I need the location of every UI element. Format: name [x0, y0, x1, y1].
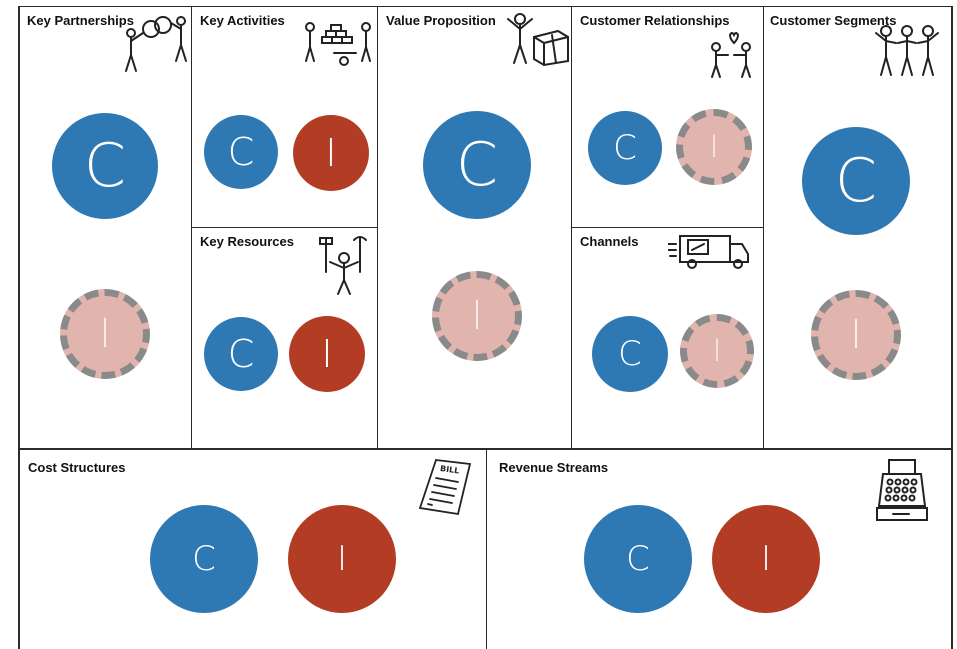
cost-structures-title: Cost Structures — [28, 460, 126, 475]
bill-receipt-icon: BILL — [418, 458, 472, 516]
c-circle: C — [204, 115, 278, 189]
value-proposition-title: Value Proposition — [386, 13, 496, 28]
c-circle: C — [52, 113, 158, 219]
grid-line-right — [951, 6, 953, 649]
key-partnerships-section: Key Partnerships C I — [19, 7, 191, 448]
key-partnerships-title: Key Partnerships — [27, 13, 134, 28]
cost-structures-section: Cost Structures BILL C I — [20, 450, 486, 649]
customer-relationships-title: Customer Relationships — [580, 13, 730, 28]
customer-segments-title: Customer Segments — [770, 13, 897, 28]
i-circle-faded: I — [432, 271, 522, 361]
c-circle: C — [802, 127, 910, 235]
i-circle: I — [712, 505, 820, 613]
key-resources-title: Key Resources — [200, 234, 294, 249]
c-circle: C — [584, 505, 692, 613]
grid-line-h-activities — [191, 227, 378, 228]
i-circle-faded: I — [676, 109, 752, 185]
key-activities-title: Key Activities — [200, 13, 285, 28]
i-circle-faded: I — [60, 289, 150, 379]
c-circle: C — [204, 317, 278, 391]
key-resources-section: Key Resources C I — [192, 228, 377, 448]
value-proposition-section: Value Proposition C I — [378, 7, 571, 448]
c-circle: C — [588, 111, 662, 185]
i-circle: I — [293, 115, 369, 191]
group-people-icon — [874, 21, 940, 79]
i-circle: I — [288, 505, 396, 613]
grid-line-v-bottom — [486, 449, 487, 649]
delivery-truck-icon — [668, 232, 752, 272]
grid-line-left — [18, 6, 20, 649]
c-circle: C — [423, 111, 531, 219]
i-circle: I — [289, 316, 365, 392]
grid-line-top — [18, 6, 953, 7]
revenue-streams-section: Revenue Streams C I — [487, 450, 951, 649]
i-circle-faded: I — [811, 290, 901, 380]
customer-segments-section: Customer Segments C I — [764, 7, 951, 448]
i-circle-faded: I — [680, 314, 754, 388]
gift-person-icon — [506, 11, 570, 67]
channels-title: Channels — [580, 234, 639, 249]
cash-register-icon — [873, 458, 929, 524]
partners-handshake-icon — [123, 9, 193, 75]
building-bricks-icon — [304, 17, 374, 67]
c-circle: C — [150, 505, 258, 613]
channels-section: Channels C I — [572, 228, 763, 448]
revenue-streams-title: Revenue Streams — [499, 460, 609, 475]
c-circle: C — [592, 316, 668, 392]
grid-line-h-relationships — [571, 227, 764, 228]
customer-relationships-section: Customer Relationships C I — [572, 7, 763, 227]
grid-line-middle — [18, 448, 953, 450]
bill-label: BILL — [440, 464, 460, 476]
people-heart-icon — [708, 29, 756, 79]
tools-person-icon — [318, 232, 368, 298]
key-activities-section: Key Activities C I — [192, 7, 377, 227]
